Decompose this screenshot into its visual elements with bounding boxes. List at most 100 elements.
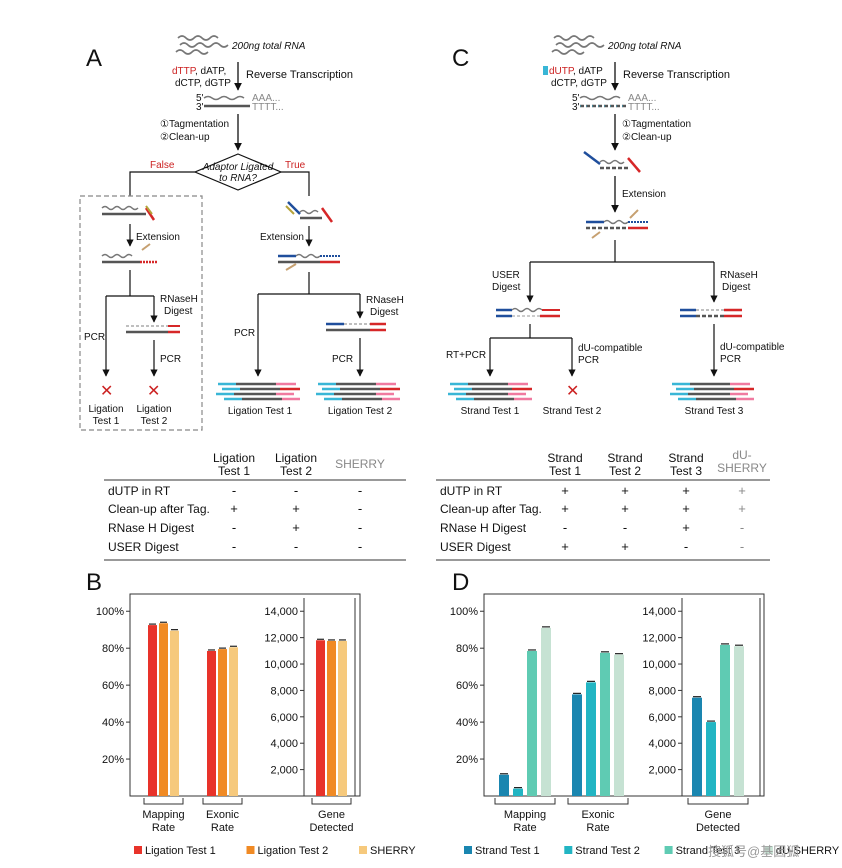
- construct-right-1: [285, 201, 334, 223]
- legend-swatch: [564, 846, 573, 854]
- cleanup-a: ②Clean-up: [160, 132, 210, 143]
- table-c-r3-label: USER Digest: [440, 540, 511, 554]
- table-a-r3-label: USER Digest: [108, 540, 179, 554]
- extension-left: Extension: [136, 232, 180, 243]
- legend-swatch: [464, 846, 472, 854]
- panel-b-letter: B: [86, 569, 102, 596]
- rtpcr-label: RT+PCR: [446, 350, 486, 361]
- right-tick-label: 14,000: [642, 606, 676, 618]
- result-lig-test-2: Ligation Test 2: [328, 406, 393, 417]
- right-tick-label: 10,000: [642, 659, 676, 671]
- decision-line1: Adaptor Ligated: [202, 162, 274, 173]
- group-label: Mapping: [142, 809, 184, 821]
- bar: [706, 722, 716, 796]
- rna-squiggles-a: [175, 35, 229, 55]
- table-c-r1-label: Clean-up after Tag.: [440, 502, 542, 516]
- construct-right-2: [278, 253, 340, 271]
- rnaseh-c-2: Digest: [722, 282, 751, 293]
- left-tick-label: 100%: [96, 606, 124, 618]
- table-c-col2-line2: Test 2: [609, 464, 641, 478]
- right-tick-label: 14,000: [264, 606, 298, 618]
- left-tick-label: 100%: [450, 606, 478, 618]
- rnaseh-right-1: RNaseH: [366, 295, 404, 306]
- table-c-col4-line2: SHERRY: [717, 461, 767, 475]
- bar: [692, 697, 702, 796]
- group-label: Gene: [318, 809, 345, 821]
- pcr-4: PCR: [332, 354, 353, 365]
- table-c-r2-v4: -: [740, 520, 744, 535]
- ntp-rest2-a: dCTP, dGTP: [175, 78, 231, 89]
- right-tick-label: 6,000: [270, 712, 298, 724]
- strand5-a: 5': [196, 93, 204, 104]
- panel-c: C 200ng total RNA dUTP , dATP dCTP, dGTP…: [446, 35, 785, 417]
- group-label: Rate: [211, 822, 234, 834]
- legend-label: Ligation Test 2: [258, 845, 329, 857]
- group-bracket: [311, 798, 352, 805]
- result-strand-3: Strand Test 3: [685, 406, 744, 417]
- du-pcr-right-1: dU-compatible: [720, 342, 785, 353]
- bar: [600, 652, 610, 796]
- construct-left-1: [101, 205, 156, 221]
- rna-strand-c: [579, 95, 621, 101]
- fail-mark-lig1: ✕: [100, 383, 113, 400]
- fail-mark-strand2: ✕: [566, 383, 579, 400]
- ntp-red-c: dUTP: [549, 66, 575, 77]
- strand5-c: 5': [572, 93, 580, 104]
- bar: [229, 647, 238, 796]
- rt-label-a: Reverse Transcription: [246, 69, 353, 81]
- polya-c: AAA...: [628, 93, 656, 104]
- right-tick-label: 8,000: [270, 685, 298, 697]
- table-c-r3-v2: +: [621, 539, 629, 554]
- false-branch: [129, 171, 195, 196]
- table-a-r1-v1: +: [230, 501, 238, 516]
- group-label: Gene: [705, 809, 732, 821]
- rnaseh-left-2: Digest: [164, 306, 193, 317]
- bar: [316, 640, 325, 796]
- ntp-rest2-c: dCTP, dGTP: [551, 78, 607, 89]
- table-c-r1-v1: +: [561, 501, 569, 516]
- polyt-a: TTTT...: [252, 102, 284, 113]
- extension-right: Extension: [260, 232, 304, 243]
- bar: [218, 649, 227, 796]
- table-a: Ligation Test 1 Ligation Test 2 SHERRY d…: [104, 451, 406, 561]
- group-bracket: [567, 798, 629, 805]
- legend-label: Strand Test 3: [676, 845, 741, 857]
- group-label: Mapping: [504, 809, 546, 821]
- table-a-col1-line1: Ligation: [213, 451, 255, 465]
- table-a-col2-line1: Ligation: [275, 451, 317, 465]
- rna-squiggles-c: [551, 35, 605, 55]
- table-a-r2-v2: +: [292, 520, 300, 535]
- group-bracket: [494, 798, 556, 805]
- group-bracket: [202, 798, 243, 805]
- table-a-col2-line2: Test 2: [280, 464, 312, 478]
- bar: [148, 625, 157, 796]
- library-strand-test-1: [448, 382, 532, 401]
- table-a-col1-line2: Test 1: [218, 464, 250, 478]
- bar: [499, 774, 509, 796]
- right-tick-label: 2,000: [648, 765, 676, 777]
- group-bracket: [143, 798, 184, 805]
- tagmentation-c: ①Tagmentation: [622, 119, 691, 130]
- legend-swatch: [359, 846, 367, 854]
- table-c-r1-v2: +: [621, 501, 629, 516]
- pcr-2: PCR: [160, 354, 181, 365]
- table-a-r0-v2: -: [294, 483, 298, 498]
- table-c: Strand Test 1 Strand Test 2 Strand Test …: [436, 448, 770, 561]
- table-c-r2-label: RNase H Digest: [440, 521, 527, 535]
- table-c-col1-line1: Strand: [547, 451, 582, 465]
- group-label: Detected: [309, 822, 353, 834]
- table-c-r2-v3: +: [682, 520, 690, 535]
- group-label: Rate: [513, 822, 536, 834]
- construct-left-2: [101, 243, 158, 264]
- left-tick-label: 40%: [456, 717, 478, 729]
- table-c-col3-line2: Test 3: [670, 464, 702, 478]
- table-a-r1-v3: -: [358, 501, 362, 516]
- table-c-col1-line2: Test 1: [549, 464, 581, 478]
- bar: [513, 788, 523, 796]
- construct-c-2: [586, 209, 648, 239]
- ntp-rest1-c: , dATP: [573, 66, 603, 77]
- right-tick-label: 12,000: [264, 633, 298, 645]
- legend-label: SHERRY: [370, 845, 416, 857]
- table-a-r1-v2: +: [292, 501, 300, 516]
